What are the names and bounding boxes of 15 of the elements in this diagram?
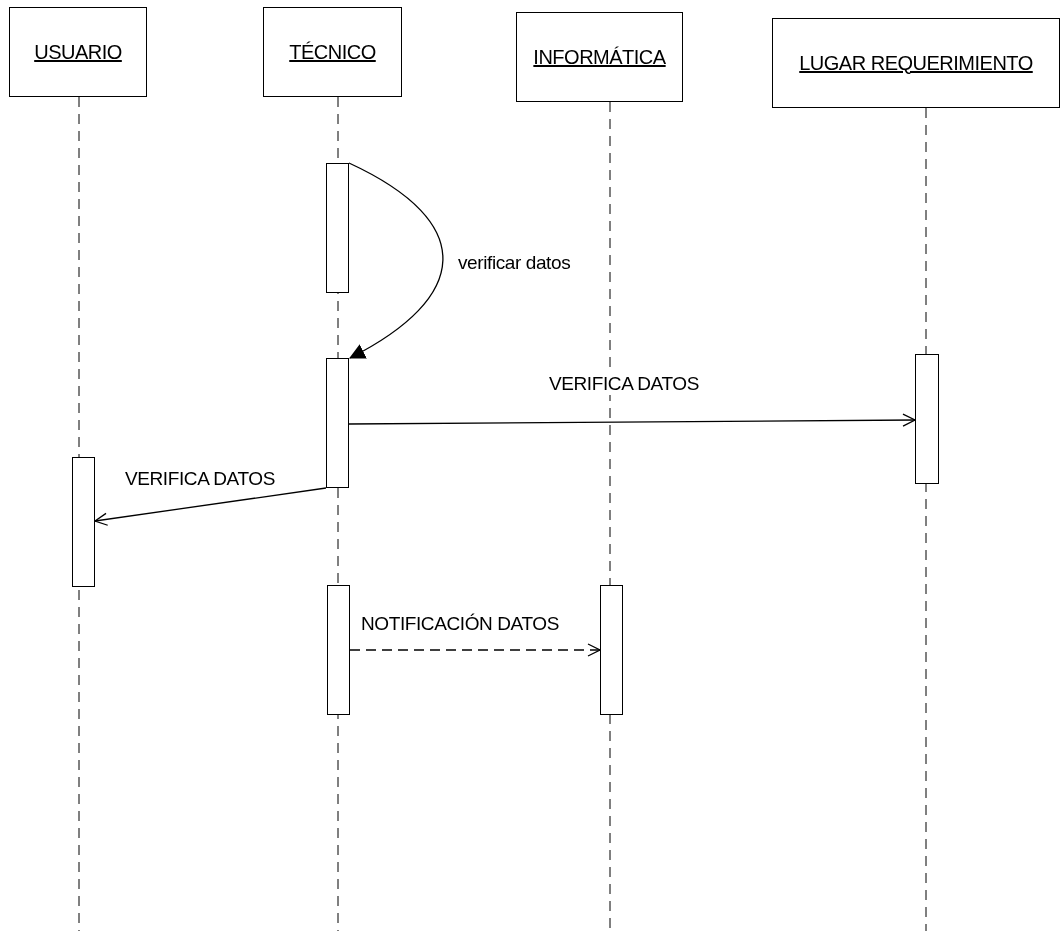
return-message-arrow (349, 643, 601, 657)
activation-bar (326, 163, 349, 293)
activation-bar (600, 585, 623, 715)
activation-bar (72, 457, 95, 587)
lifeline-header-box: LUGAR REQUERIMIENTO (772, 18, 1060, 108)
edge-label: VERIFICA DATOS (548, 373, 700, 395)
message-arrow (348, 413, 916, 427)
message-arrow (94, 487, 327, 526)
lifeline-header-box: USUARIO (9, 7, 147, 97)
activation-bar (326, 358, 349, 488)
activation-bar (327, 585, 350, 715)
self-message-arrow (348, 162, 444, 359)
activation-bar (915, 354, 939, 484)
lifeline-header-box: INFORMÁTICA (516, 12, 683, 102)
lifeline-header-box: TÉCNICO (263, 7, 402, 97)
